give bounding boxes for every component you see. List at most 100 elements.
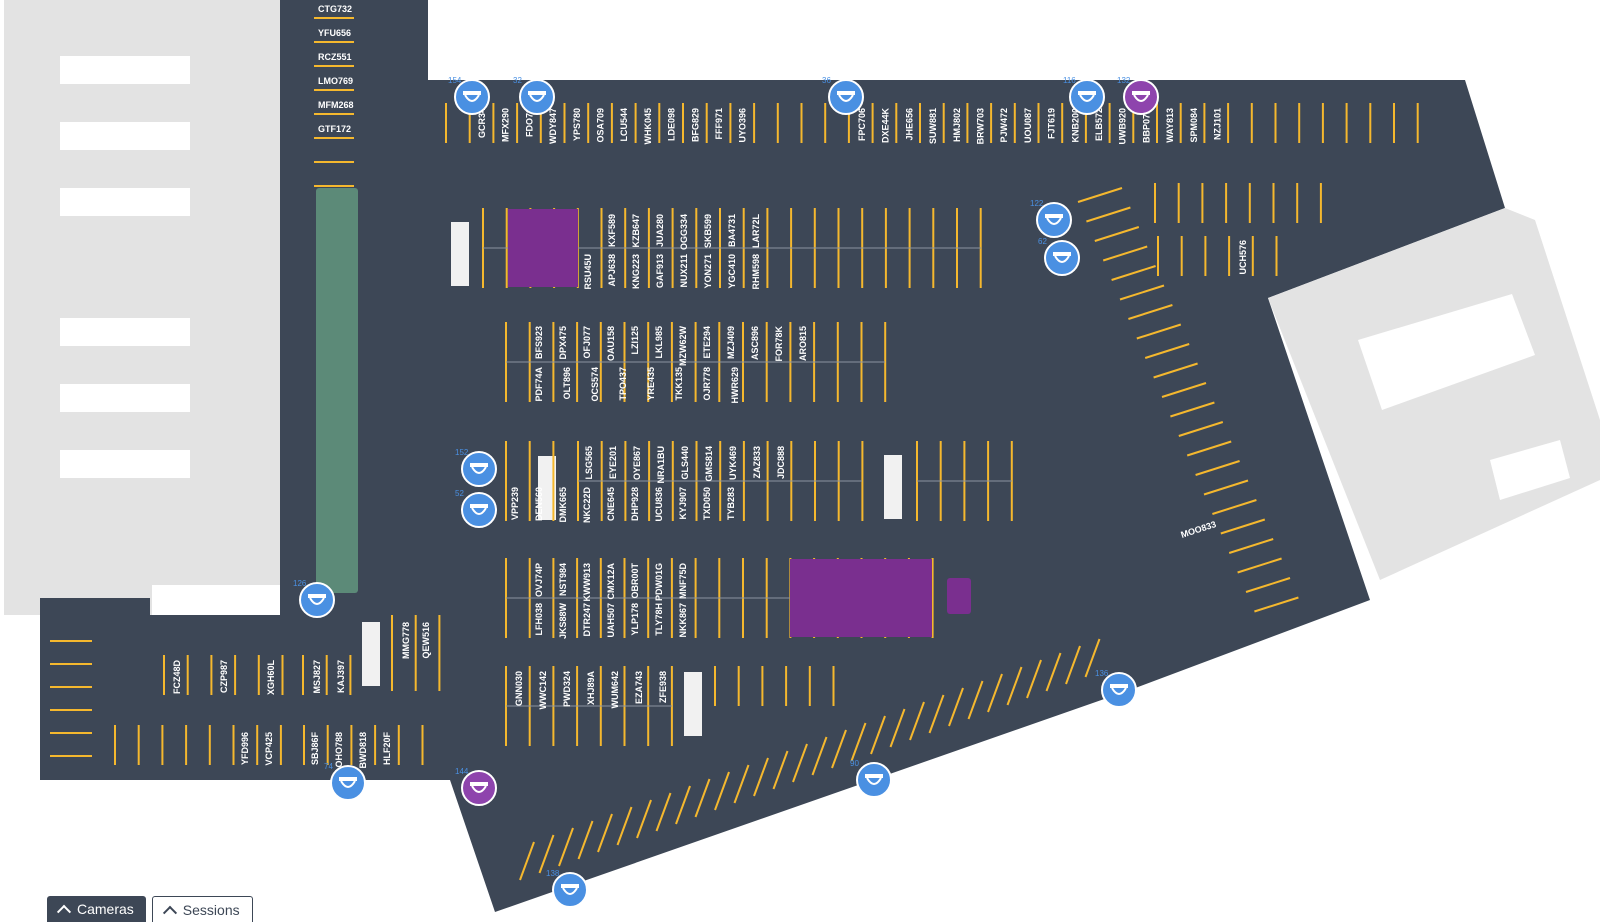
camera-144[interactable]: 144 (455, 767, 497, 806)
stall-line (714, 771, 730, 811)
stall-line (577, 820, 594, 860)
plate-label: BFG829 (690, 108, 700, 142)
plate-label: TKK135 (674, 367, 684, 401)
camera-number: 132 (1117, 76, 1131, 85)
camera-icon-mount (837, 91, 855, 95)
camera-74[interactable]: 74 (324, 762, 366, 801)
plate-label: OGG334 (679, 214, 689, 250)
camera-number: 90 (850, 759, 859, 768)
camera-154[interactable]: 154 (448, 76, 490, 115)
stall-line (1045, 652, 1062, 692)
camera-90[interactable]: 90 (850, 759, 892, 798)
camera-122[interactable]: 122 (1030, 199, 1072, 238)
camera-126[interactable]: 126 (293, 579, 335, 618)
camera-icon (856, 762, 892, 798)
plate-label: OVJ74P (534, 563, 544, 597)
tab-cameras[interactable]: Cameras (47, 896, 146, 922)
plate-label: CMX12A (606, 563, 616, 600)
camera-number: 144 (455, 767, 469, 776)
camera-62[interactable]: 62 (1038, 237, 1080, 276)
stall-line (1237, 557, 1282, 574)
stalls-right-block-2 (1157, 236, 1278, 276)
camera-icon-dome (1079, 94, 1095, 102)
stalls-lower-left-a (163, 655, 284, 695)
chevron-up-icon (56, 904, 72, 919)
plate-label: WUM642 (610, 671, 620, 709)
plate-label: JHE656 (904, 108, 914, 141)
camera-icon (1123, 79, 1159, 115)
plate-label: ASC896 (750, 326, 760, 360)
plate-label: MFX290 (501, 108, 511, 142)
plate-label: YRE435 (646, 367, 656, 401)
camera-icon-mount (470, 504, 488, 508)
camera-icon (552, 872, 588, 908)
plate-label: BFS923 (534, 326, 544, 359)
camera-138[interactable]: 138 (546, 869, 588, 908)
plate-label: TYB283 (726, 487, 736, 520)
camera-number: 32 (513, 76, 522, 85)
camera-icon-mount (308, 594, 326, 598)
plate-label: TPO437 (618, 367, 628, 401)
camera-52[interactable]: 52 (455, 489, 497, 528)
camera-icon-dome (309, 597, 325, 605)
stall-line (831, 729, 847, 769)
plate-label: CTG732 (318, 4, 352, 14)
plate-label: ZAZ833 (752, 446, 762, 479)
camera-136[interactable]: 136 (1095, 669, 1137, 708)
camera-icon-mount (470, 782, 488, 786)
stall-line (655, 792, 672, 832)
plate-label: YFU656 (318, 28, 351, 38)
stall-line (1170, 401, 1215, 418)
plate-label: LAR72L (751, 214, 761, 249)
plate-label: OAU158 (606, 326, 616, 361)
cameras-layer[interactable]: 154 32 36 116 132 122 62 152 52 126 74 144 138 90 136 (293, 76, 1159, 908)
plate-label: DMK665 (558, 487, 568, 523)
plate-label: APJ638 (607, 254, 617, 287)
camera-number: 62 (1038, 237, 1047, 246)
camera-icon (461, 451, 497, 487)
plate-label: FPC706 (857, 108, 867, 141)
camera-36[interactable]: 36 (822, 76, 864, 115)
plate-label: WHK045 (643, 108, 653, 145)
stall-line (811, 736, 828, 776)
plate-label: UAH507 (606, 603, 616, 638)
plate-label: OCS574 (590, 367, 600, 402)
camera-32[interactable]: 32 (513, 76, 555, 115)
plate-label: PDF74A (534, 367, 544, 402)
stall-line (1212, 499, 1257, 515)
plate-label: RCZ551 (318, 52, 352, 62)
plate-label: WWC142 (538, 671, 548, 710)
plate-label: DPX475 (558, 326, 568, 360)
stall-line (694, 778, 711, 818)
camera-number: 122 (1030, 199, 1044, 208)
camera-icon-dome (1046, 217, 1062, 225)
stall-line (948, 687, 964, 727)
plate-label: GLS440 (680, 446, 690, 480)
stall-line (1195, 460, 1240, 476)
camera-number: 52 (455, 489, 464, 498)
camera-132[interactable]: 132 (1117, 76, 1159, 115)
stall-line (1220, 518, 1266, 535)
camera-icon (519, 79, 555, 115)
plate-label: LSG565 (584, 446, 594, 480)
camera-152[interactable]: 152 (455, 448, 497, 487)
stall-line (558, 827, 574, 867)
stall-line (636, 799, 652, 839)
plate-label: UCU836 (654, 487, 664, 522)
reserved-spots (790, 559, 932, 637)
camera-icon (1044, 240, 1080, 276)
plate-label: LFH038 (534, 603, 544, 636)
camera-icon-mount (1132, 91, 1150, 95)
camera-116[interactable]: 116 (1063, 76, 1105, 115)
camera-icon (828, 79, 864, 115)
camera-icon (461, 770, 497, 806)
chevron-up-icon (162, 905, 177, 920)
stalls-left-column (314, 17, 354, 187)
plate-label: UCH576 (1238, 240, 1248, 275)
plate-label: JKS88W (558, 602, 568, 639)
stall-line (772, 750, 789, 790)
tab-sessions[interactable]: Sessions (151, 896, 253, 922)
stalls-diagonal (1077, 187, 1299, 613)
stall-line (870, 715, 886, 755)
